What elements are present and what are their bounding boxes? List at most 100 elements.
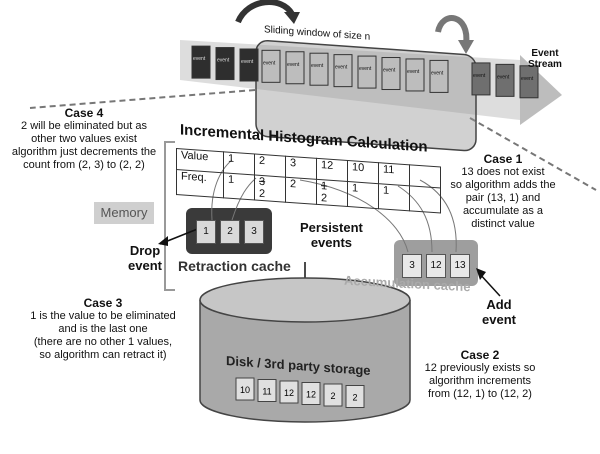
storage-item-label: 10 (240, 385, 250, 395)
event-block: event (191, 45, 211, 79)
case1-line: accumulate as a (462, 205, 544, 217)
histogram-value-cell: 3 (285, 156, 317, 180)
case3-line: 1 is the value to be eliminated (30, 310, 176, 322)
cache-to-table-arrow-4 (397, 185, 433, 253)
histogram-freq-cell: 1 (378, 183, 410, 211)
freq-old-value: 1 (352, 182, 359, 195)
event-block-label: event (521, 76, 534, 82)
storage-item-label: 12 (284, 388, 294, 398)
drop-event-line2: event (128, 258, 162, 273)
cache-item: 3 (402, 254, 422, 278)
storage-item: 10 (235, 377, 255, 401)
freq-old-value (414, 187, 440, 189)
case4-line: algorithm just decrements the (11, 146, 157, 158)
event-block-label: event (241, 59, 254, 65)
window-slide-arrow-left (235, 0, 295, 24)
storage-item: 2 (323, 383, 343, 407)
event-blocks: event event event event event event event event… (191, 45, 539, 99)
event-block-label: event (473, 73, 486, 79)
persistent-events-line1: Persistent (300, 220, 363, 235)
case3-title: Case 3 (83, 296, 123, 310)
case4-line: count from (2, 3) to (2, 2) (23, 159, 145, 171)
memory-label: Memory (94, 202, 154, 224)
case1-line: so algorithm adds the (450, 179, 556, 191)
histogram-value-cell: 2 (254, 153, 286, 178)
case4-line: 2 will be eliminated but as (21, 120, 147, 132)
case1-line: pair (13, 1) and (465, 192, 541, 204)
storage-item: 12 (279, 380, 299, 404)
event-block-label: event (431, 70, 444, 76)
storage-item-label: 12 (306, 390, 316, 400)
drop-event-arrow-head (158, 236, 168, 246)
cache-item: 3 (244, 220, 264, 244)
event-block-label: event (287, 62, 300, 68)
drop-event-label: Drop event (128, 243, 162, 273)
event-stream-label-line2: Stream (528, 59, 562, 70)
histogram-value-cell: 12 (316, 158, 348, 182)
event-block: event (285, 51, 305, 85)
cache-item: 13 (450, 254, 470, 278)
event-block: event (215, 47, 235, 81)
cache-item: 1 (196, 220, 216, 244)
event-block: event (495, 63, 515, 97)
freq-old-value: 2 (290, 177, 297, 191)
retraction-cache-label: Retraction cache (178, 258, 291, 274)
case1-line: distinct value (471, 218, 535, 230)
storage-item: 2 (345, 385, 365, 408)
add-event-line2: event (482, 312, 516, 327)
cache-item: 12 (426, 254, 446, 278)
memory-bracket (164, 141, 175, 291)
cache-to-table-arrow-5 (419, 179, 457, 253)
freq-new-value: 2 (321, 192, 328, 205)
histogram-value-cell: 11 (378, 162, 410, 186)
event-block: event (239, 48, 259, 82)
case4-line: other two values exist (31, 133, 137, 145)
case3-line: and is the last one (58, 323, 148, 335)
event-block-label: event (335, 65, 348, 71)
storage-item: 12 (301, 382, 321, 405)
event-block: event (519, 65, 539, 99)
event-block-label: event (311, 63, 324, 69)
case2-line: 12 previously exists so (424, 362, 536, 374)
event-block-label: event (263, 60, 276, 66)
event-stream-label: Event Stream (528, 48, 562, 70)
case2-title: Case 2 (460, 348, 500, 362)
histogram-value-cell: 1 (223, 151, 255, 175)
drop-event-line1: Drop (129, 243, 161, 258)
case3-line: so algorithm can retract it) (39, 349, 167, 361)
histogram-value-cell (409, 164, 441, 188)
dashed-guide-right (469, 117, 597, 191)
case2-line: algorithm increments (428, 375, 532, 387)
event-block: event (333, 54, 353, 88)
case1-line: 13 does not exist (461, 166, 545, 178)
dashed-guide-left (29, 89, 256, 109)
window-slide-arrow-right (435, 15, 470, 45)
add-event-line1: Add (486, 297, 512, 312)
event-block: event (309, 52, 329, 86)
case4-title: Case 4 (64, 106, 104, 120)
case2-line: from (12, 1) to (12, 2) (428, 388, 532, 400)
histogram-freq-cell: 2 (285, 177, 317, 205)
window-slide-arrow-left-head (284, 12, 300, 24)
event-block-label: event (407, 69, 420, 75)
event-block: event (381, 57, 401, 91)
storage-item-label: 2 (352, 393, 357, 403)
event-block: event (429, 59, 449, 93)
event-block-label: event (217, 58, 230, 64)
event-block: event (357, 55, 377, 89)
freq-old-value: 1 (228, 173, 235, 187)
event-block-label: event (359, 66, 372, 72)
persistent-events-line2: events (310, 235, 353, 250)
storage-item-label: 2 (330, 391, 335, 401)
event-block: event (471, 62, 491, 96)
cache-item: 2 (220, 220, 240, 244)
histogram-freq-cell: 1 (347, 181, 379, 209)
